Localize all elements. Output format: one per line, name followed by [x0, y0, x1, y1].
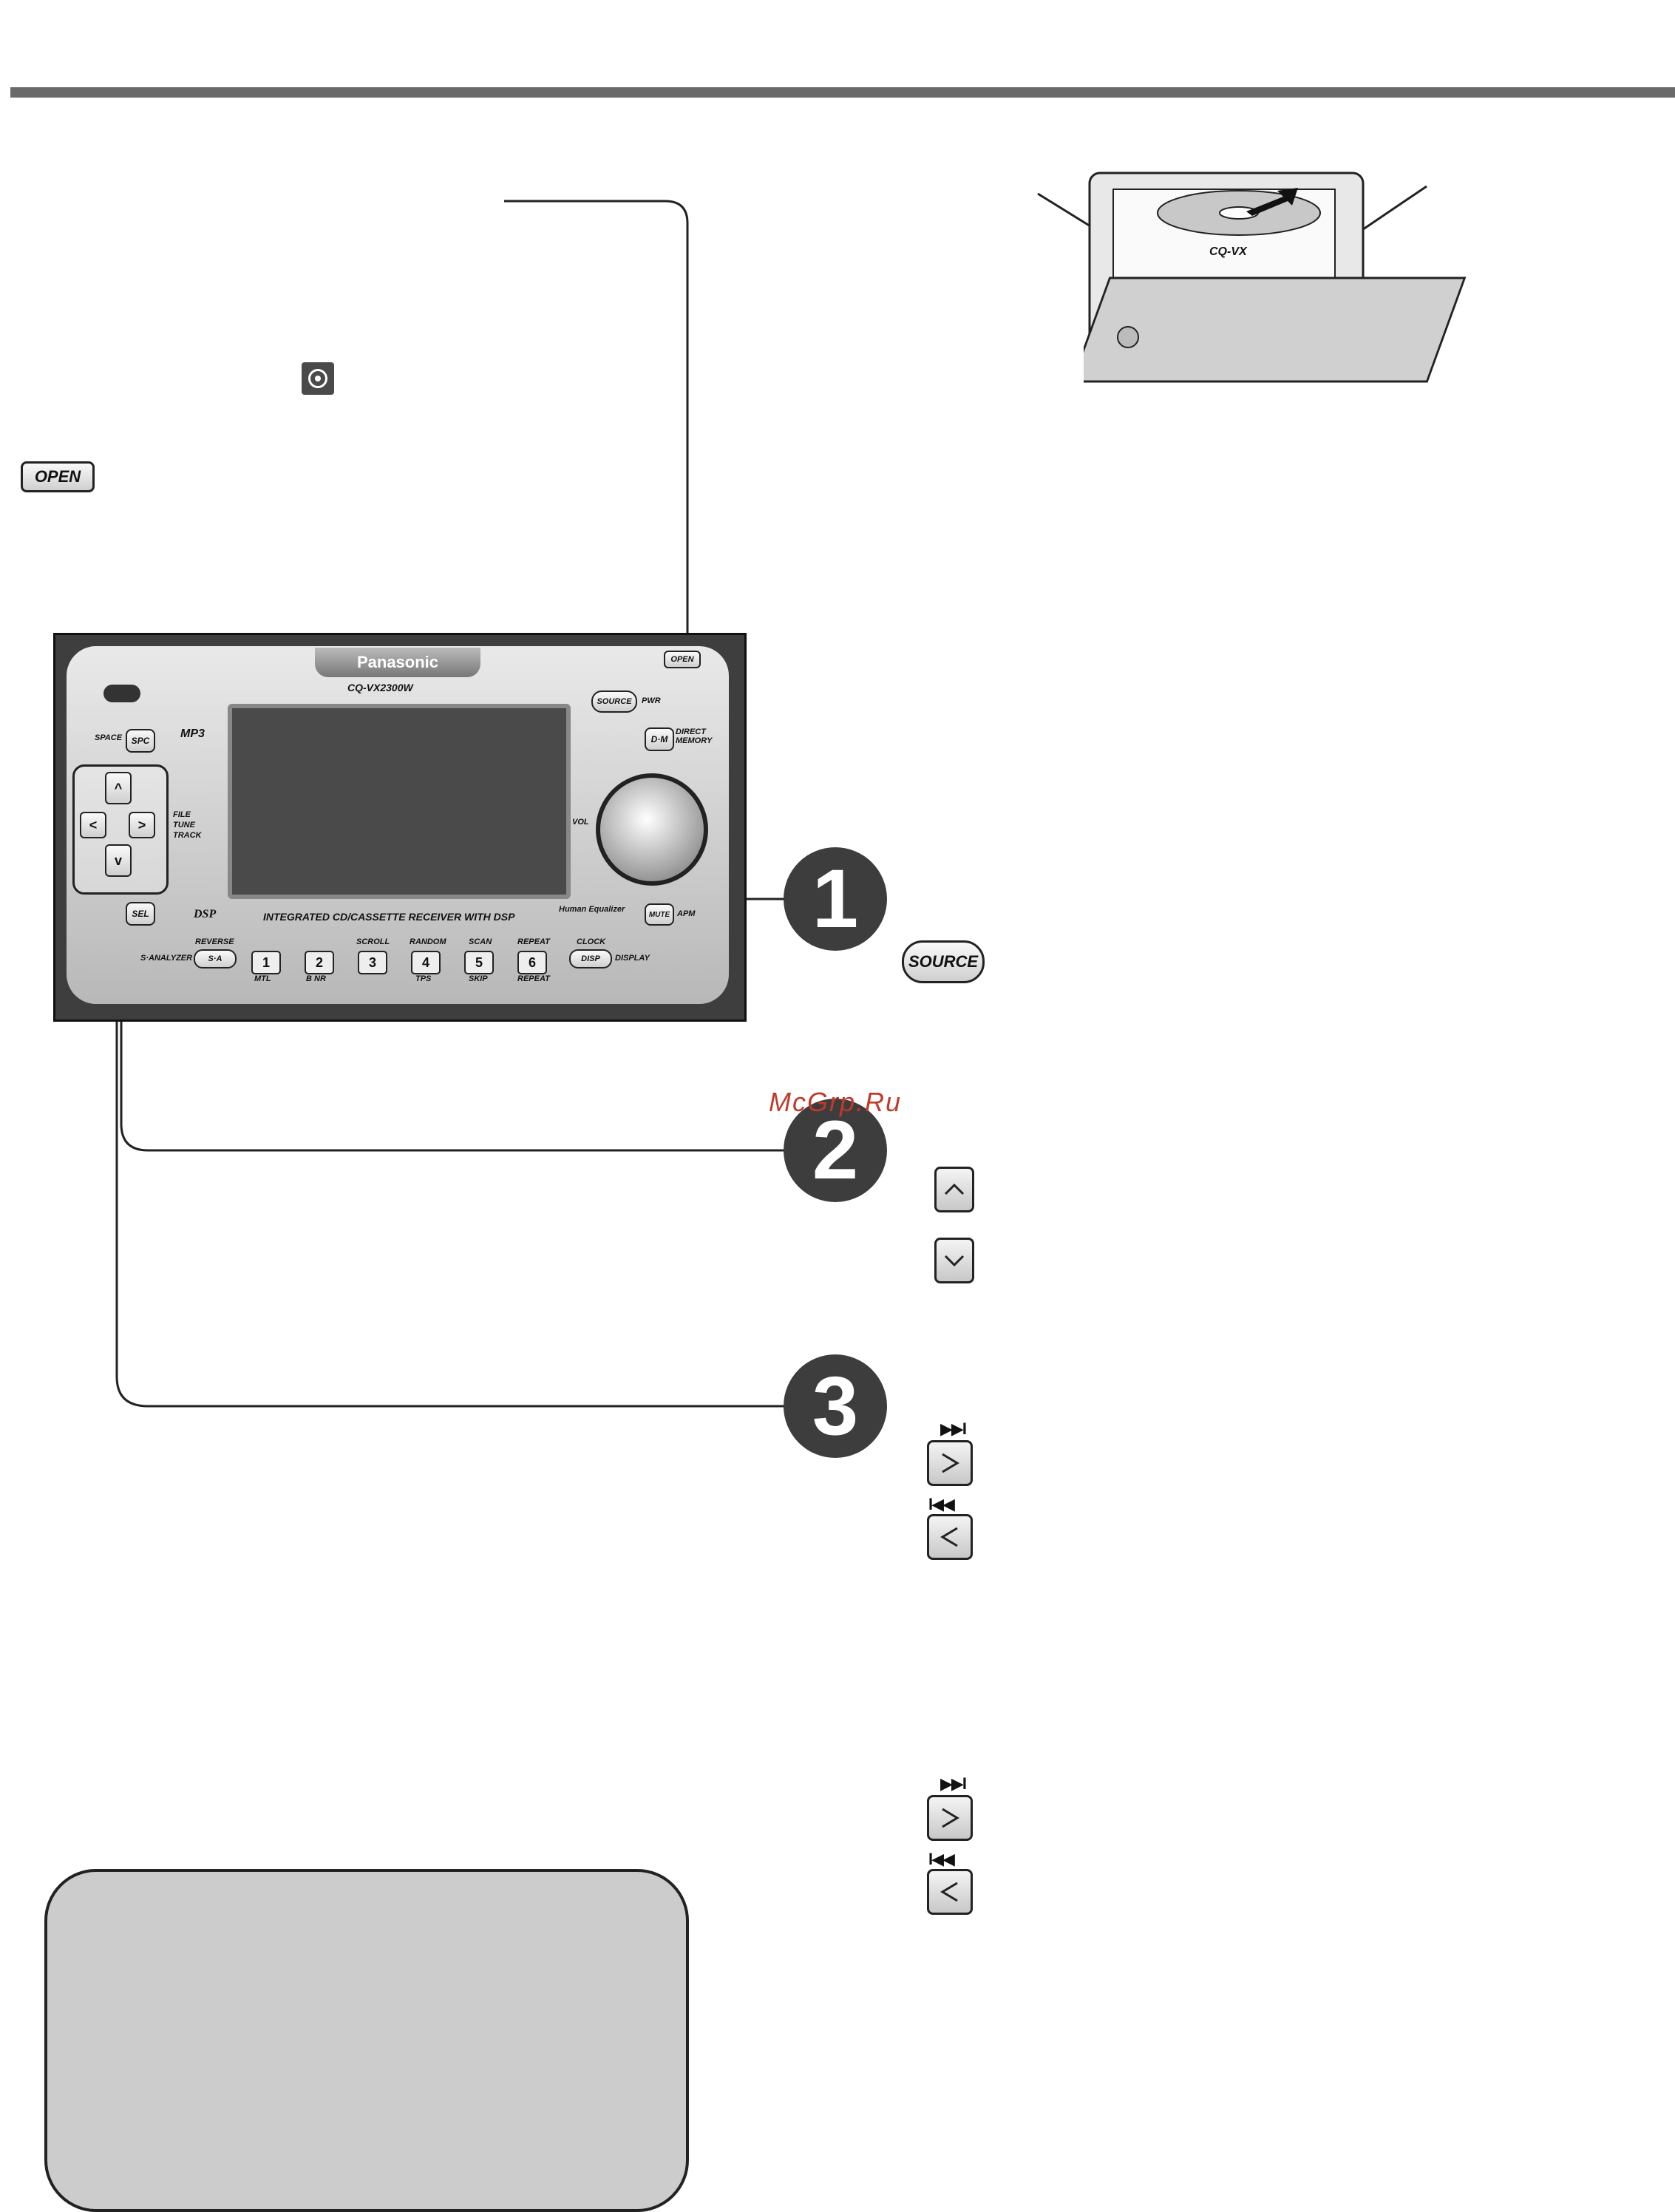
unit-open-button[interactable]: OPEN	[664, 651, 701, 668]
watermark: McGrp.Ru	[769, 1087, 903, 1117]
note-box	[44, 1869, 689, 2212]
preset-4-bottom-label: TPS	[415, 974, 432, 983]
preset-4-top-label: RANDOM	[410, 937, 446, 946]
track-label: TRACK	[173, 831, 202, 840]
preset-5-button[interactable]: 5	[464, 951, 494, 974]
volume-knob[interactable]	[596, 773, 708, 886]
preset-3-top-label: SCROLL	[356, 937, 390, 946]
step-3-marker: 3	[784, 1354, 887, 1458]
up-button[interactable]	[934, 1167, 974, 1212]
unit-source-button[interactable]: SOURCE	[591, 691, 637, 713]
unit-up-button[interactable]: ^	[105, 772, 132, 804]
preset-2-button[interactable]: 2	[305, 951, 334, 974]
skip-next-button-2[interactable]	[927, 1795, 973, 1841]
preset-5-top-label: SCAN	[469, 937, 492, 946]
unit-right-button[interactable]: >	[129, 812, 155, 838]
preset-6-bottom-label: REPEAT	[517, 974, 550, 983]
sel-button[interactable]: SEL	[126, 902, 155, 926]
preset-3-button[interactable]: 3	[358, 951, 387, 974]
source-button[interactable]: SOURCE	[902, 940, 985, 983]
human-equalizer-label: Human Equalizer	[559, 905, 625, 914]
skip-prev-button-2[interactable]	[927, 1869, 973, 1915]
clock-label: CLOCK	[577, 937, 606, 946]
step-2-marker: 2	[784, 1099, 887, 1202]
step-1-marker: 1	[784, 847, 887, 951]
remote-sensor	[103, 685, 140, 702]
pwr-label: PWR	[642, 696, 661, 705]
skip-prev-mark-1: I◀◀	[928, 1495, 955, 1513]
down-button[interactable]	[934, 1238, 974, 1283]
preset-6-top-label: REPEAT	[517, 937, 550, 946]
mute-button[interactable]: MUTE	[645, 903, 674, 926]
skip-prev-button-1[interactable]	[927, 1514, 973, 1560]
unit-left-button[interactable]: <	[80, 812, 106, 838]
direct-memory-label: DIRECT MEMORY	[676, 727, 713, 745]
skip-next-mark-2: ▶▶I	[940, 1774, 967, 1793]
spc-button[interactable]: SPC	[126, 729, 155, 753]
preset-4-button[interactable]: 4	[411, 951, 441, 974]
vol-label: VOL	[572, 818, 589, 827]
preset-1-button[interactable]: 1	[251, 951, 281, 974]
cd-illustration: CQ-VX	[1070, 167, 1468, 386]
unit-down-button[interactable]: v	[105, 844, 132, 877]
skip-next-mark-1: ▶▶I	[940, 1419, 967, 1438]
s-analyzer-label: S·ANALYZER	[140, 954, 193, 963]
cd-model-text: CQ-VX	[1209, 245, 1247, 258]
dsp-label: DSP	[194, 908, 217, 920]
model-label: CQ-VX2300W	[347, 682, 413, 693]
preset-2-bottom-label: B NR	[306, 974, 326, 983]
mp3-label: MP3	[180, 727, 205, 740]
display-label: DISPLAY	[615, 954, 650, 963]
disc-icon	[302, 362, 334, 395]
tune-label: TUNE	[173, 821, 195, 830]
sa-button[interactable]: S·A	[194, 949, 237, 968]
apm-label: APM	[677, 909, 696, 918]
brand-logo: Panasonic	[315, 648, 480, 677]
skip-prev-mark-2: I◀◀	[928, 1850, 955, 1868]
header-rule	[10, 87, 1675, 98]
preset-6-button[interactable]: 6	[517, 951, 547, 974]
preset-5-bottom-label: SKIP	[469, 974, 488, 983]
reverse-label: REVERSE	[195, 937, 234, 946]
skip-next-button-1[interactable]	[927, 1440, 973, 1486]
space-label: SPACE	[95, 733, 123, 742]
display-screen	[228, 704, 571, 899]
preset-1-bottom-label: MTL	[254, 974, 271, 983]
unit-caption: INTEGRATED CD/CASSETTE RECEIVER WITH DSP	[263, 911, 515, 923]
dm-button[interactable]: D·M	[645, 727, 674, 751]
open-button[interactable]: OPEN	[21, 461, 95, 492]
disp-button[interactable]: DISP	[569, 949, 612, 968]
file-label: FILE	[173, 810, 191, 819]
